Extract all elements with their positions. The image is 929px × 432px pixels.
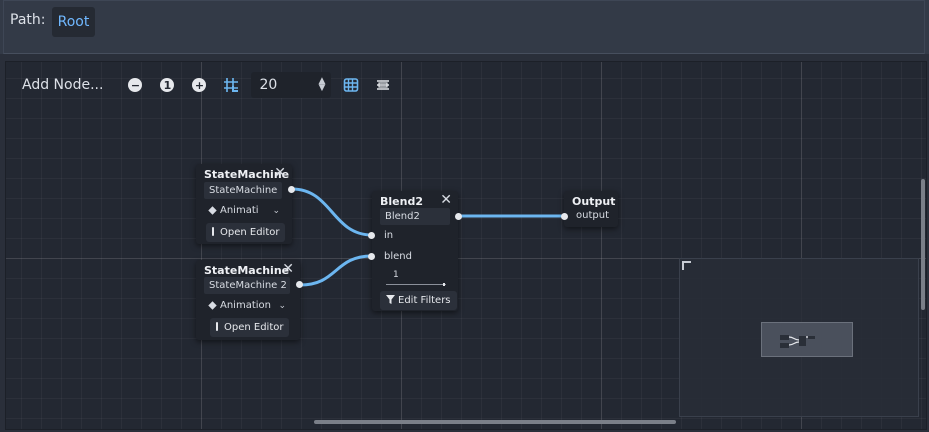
node-title: Output	[572, 195, 616, 208]
animation-dropdown[interactable]: Animation ⌄	[204, 297, 292, 315]
graph-canvas[interactable]: Add Node... − 1 + 20 ▲▼	[5, 61, 927, 430]
minimap-toggle-button[interactable]	[371, 73, 395, 97]
node-name-field[interactable]: StateMachine 2	[204, 277, 290, 294]
connection-sm1-in	[290, 187, 374, 237]
zoom-in-button[interactable]: +	[187, 73, 211, 97]
blend2-node[interactable]: Blend2 ✕ Blend2 in blend 1 Edit Filters	[372, 191, 458, 311]
zoom-out-icon: −	[128, 78, 143, 92]
snap-grid-icon	[224, 78, 239, 92]
node-title: StateMachine	[204, 264, 290, 277]
top-bar: Path: Root	[0, 0, 929, 54]
snap-step-field[interactable]: 20 ▲▼	[251, 72, 332, 98]
chevron-down-icon: ⌄	[278, 301, 286, 311]
animation-dropdown-label: Animation	[220, 300, 271, 311]
zoom-out-button[interactable]: −	[123, 73, 147, 97]
horizontal-scrollbar[interactable]	[314, 420, 676, 424]
open-editor-label: Open Editor	[220, 227, 280, 238]
output-node[interactable]: Output output	[564, 191, 618, 227]
animation-dropdown-label: Animati	[220, 205, 259, 216]
open-editor-label: Open Editor	[224, 322, 284, 333]
close-icon[interactable]: ✕	[282, 261, 294, 277]
cube-icon	[208, 301, 217, 310]
port-output-label: output	[576, 210, 609, 221]
input-port-blend[interactable]	[368, 253, 375, 260]
zoom-in-icon: +	[192, 78, 207, 92]
chevron-down-icon: ⌄	[272, 206, 280, 216]
statemachine-node-1[interactable]: StateMachine ✕ StateMachine Animati ⌄ Op…	[196, 164, 292, 244]
minimap-resize-icon[interactable]	[682, 261, 691, 270]
node-title: StateMachine	[204, 168, 290, 181]
statemachine-node-2[interactable]: StateMachine ✕ StateMachine 2 Animation …	[196, 260, 300, 340]
snap-step-value: 20	[259, 77, 278, 93]
blend-slider-value: 1	[393, 270, 399, 280]
zoom-reset-icon: 1	[160, 78, 175, 92]
edit-filters-button[interactable]: Edit Filters	[380, 291, 457, 310]
vertical-scrollbar[interactable]	[921, 179, 925, 310]
input-port-in[interactable]	[368, 232, 375, 239]
zoom-reset-button[interactable]: 1	[155, 73, 179, 97]
node-title: Blend2	[380, 195, 423, 208]
blend-slider[interactable]	[386, 284, 446, 285]
minimap-toggle-icon	[377, 80, 390, 90]
input-port-output[interactable]	[561, 213, 568, 220]
close-icon[interactable]: ✕	[440, 192, 452, 208]
path-root-button[interactable]: Root	[52, 7, 95, 37]
path-label: Path:	[10, 12, 46, 28]
node-name-field[interactable]: Blend2	[380, 208, 450, 225]
graph-toolbar: Add Node... − 1 + 20 ▲▼	[22, 70, 403, 100]
minimap[interactable]	[679, 258, 919, 417]
output-port[interactable]	[288, 186, 295, 193]
close-icon[interactable]: ✕	[274, 165, 286, 181]
filter-icon	[386, 295, 395, 304]
output-port[interactable]	[296, 281, 303, 288]
port-in-label: in	[384, 230, 394, 241]
edit-filters-label: Edit Filters	[398, 295, 451, 306]
minimap-viewport[interactable]	[761, 322, 853, 357]
snap-toggle-button[interactable]	[219, 73, 243, 97]
connection-sm2-blend	[298, 254, 374, 287]
cube-icon	[208, 206, 217, 215]
open-editor-button[interactable]: Open Editor	[210, 318, 290, 337]
edit-icon	[216, 322, 218, 331]
animation-dropdown[interactable]: Animati ⌄	[204, 202, 286, 220]
output-port[interactable]	[455, 213, 462, 220]
grid-icon	[344, 78, 359, 92]
port-blend-label: blend	[384, 251, 412, 262]
open-editor-button[interactable]: Open Editor	[206, 223, 286, 242]
blend-slider-grabber[interactable]	[443, 283, 445, 286]
add-node-button[interactable]: Add Node...	[22, 77, 104, 93]
node-name-field[interactable]: StateMachine	[204, 182, 282, 199]
top-bar-frame	[3, 0, 925, 54]
edit-icon	[212, 227, 214, 236]
spinner-arrows-icon[interactable]: ▲▼	[318, 76, 326, 93]
grid-toggle-button[interactable]	[339, 73, 363, 97]
minimap-nodes	[780, 335, 815, 348]
